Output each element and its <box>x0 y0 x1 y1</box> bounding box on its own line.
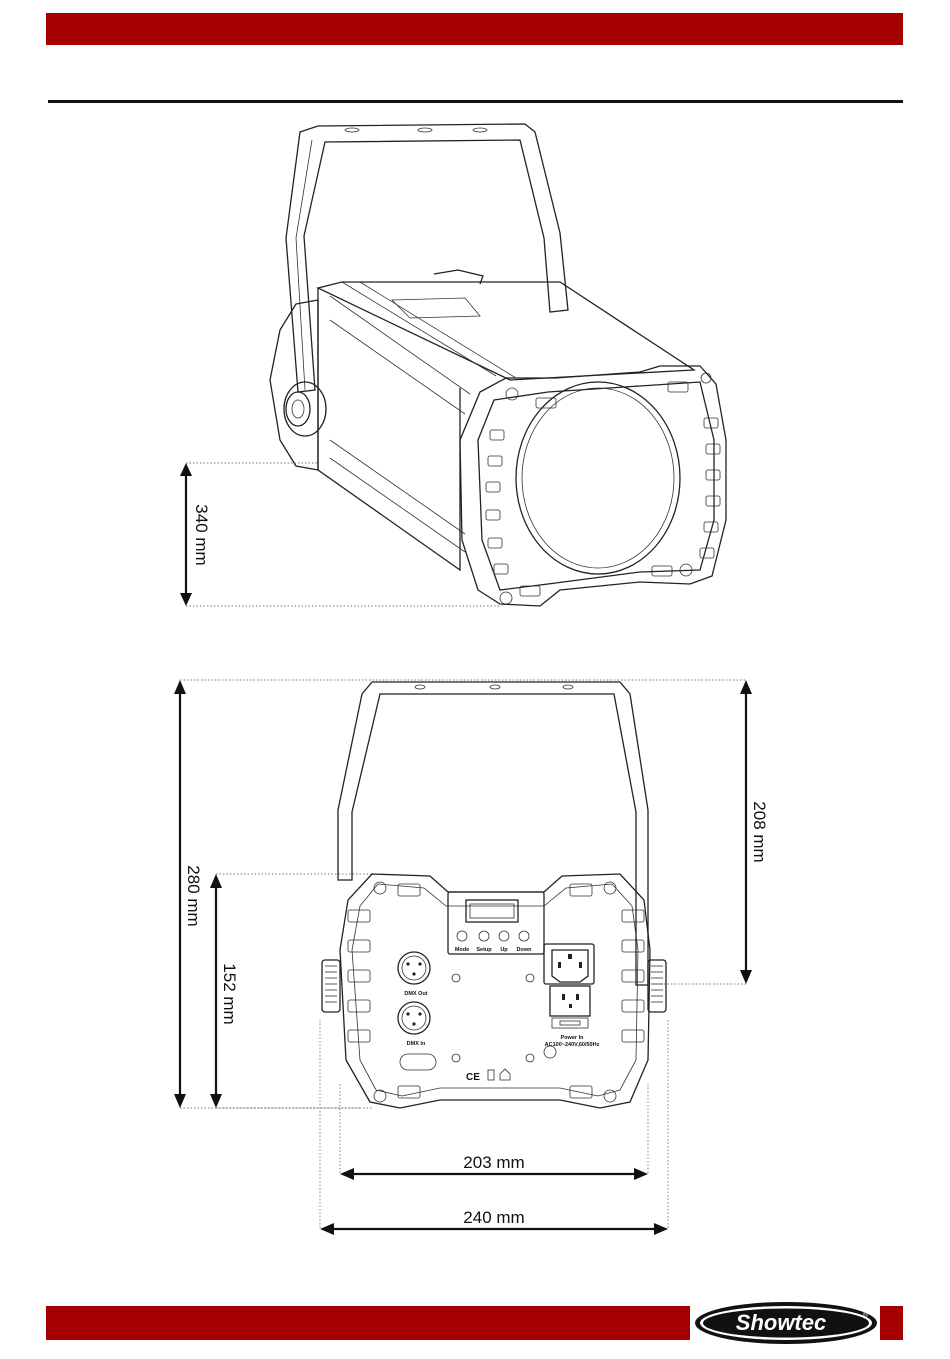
perspective-drawing: 340 mm <box>0 110 950 630</box>
dim-240: 240 mm <box>463 1208 524 1227</box>
dim-340: 340 mm <box>192 504 211 565</box>
dim-203: 203 mm <box>463 1153 524 1172</box>
dmx-out-label: DMX Out <box>404 991 427 997</box>
dim-280: 280 mm <box>184 865 203 926</box>
power-in-label: Power In <box>561 1035 585 1041</box>
header-bar <box>46 13 903 45</box>
logo-text: Showtec <box>736 1310 826 1335</box>
ce-mark: CE <box>466 1072 480 1083</box>
dim-152: 152 mm <box>220 963 239 1024</box>
footer-bar-end <box>880 1306 903 1340</box>
logo-reg-mark: ® <box>863 1311 869 1319</box>
button-mode-label: Mode <box>455 947 469 953</box>
rear-view-drawing: Mode Setup Up Down DMX Out DMX In Power … <box>0 670 950 1240</box>
showtec-logo: Showtec ® <box>693 1300 879 1346</box>
footer-bar <box>46 1306 690 1340</box>
button-down-label: Down <box>517 947 533 953</box>
header-rule <box>48 100 903 103</box>
dmx-in-label: DMX In <box>407 1041 426 1047</box>
button-setup-label: Setup <box>476 947 492 953</box>
dim-208: 208 mm <box>750 801 769 862</box>
button-up-label: Up <box>500 947 508 953</box>
